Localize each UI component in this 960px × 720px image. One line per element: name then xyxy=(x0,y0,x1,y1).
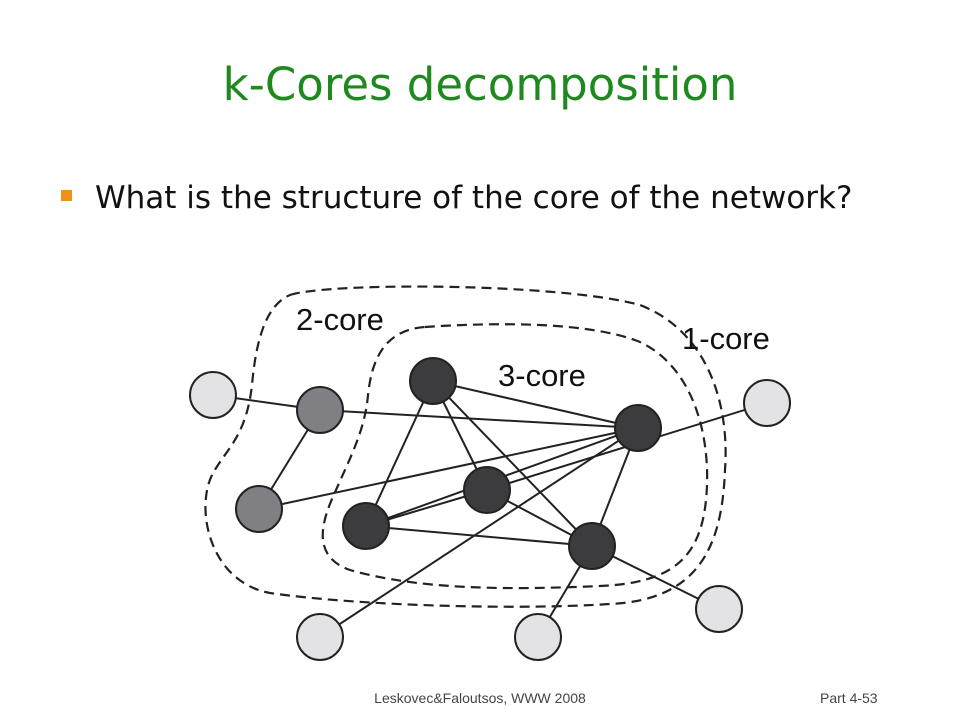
node-L1-k1 xyxy=(189,371,237,419)
footer-part-number: Part 4-53 xyxy=(820,690,878,706)
two-core-boundary xyxy=(204,285,727,608)
edge-C-D xyxy=(432,380,639,429)
bullet-text: What is the structure of the core of the… xyxy=(95,180,853,216)
node-B-k3 xyxy=(463,466,511,514)
edge-C-E xyxy=(432,380,593,547)
nodes-layer xyxy=(189,357,791,661)
edge-G-D xyxy=(258,427,639,510)
node-C-k3 xyxy=(409,357,457,405)
three-core-boundary xyxy=(321,323,709,590)
three-core-label: 3-core xyxy=(498,358,586,393)
two-core-label: 2-core xyxy=(296,302,384,337)
bullet-square-icon xyxy=(61,190,72,201)
node-A-k3 xyxy=(342,502,390,550)
edge-F-D xyxy=(319,409,639,429)
node-L4-k1 xyxy=(514,613,562,661)
one-core-label: 1-core xyxy=(682,321,770,356)
node-G-k2 xyxy=(235,485,283,533)
slide-title: k-Cores decomposition xyxy=(222,58,738,111)
node-E-k3 xyxy=(568,522,616,570)
edge-A-E xyxy=(365,525,593,547)
node-F-k2 xyxy=(296,386,344,434)
node-L5-k1 xyxy=(695,585,743,633)
footer-citation: Leskovec&Faloutsos, WWW 2008 xyxy=(374,690,586,706)
node-D-k3 xyxy=(614,404,662,452)
edge-A-C xyxy=(365,380,434,527)
node-L2-k1 xyxy=(743,379,791,427)
node-L3-k1 xyxy=(296,613,344,661)
edge-L3-D xyxy=(319,427,639,638)
